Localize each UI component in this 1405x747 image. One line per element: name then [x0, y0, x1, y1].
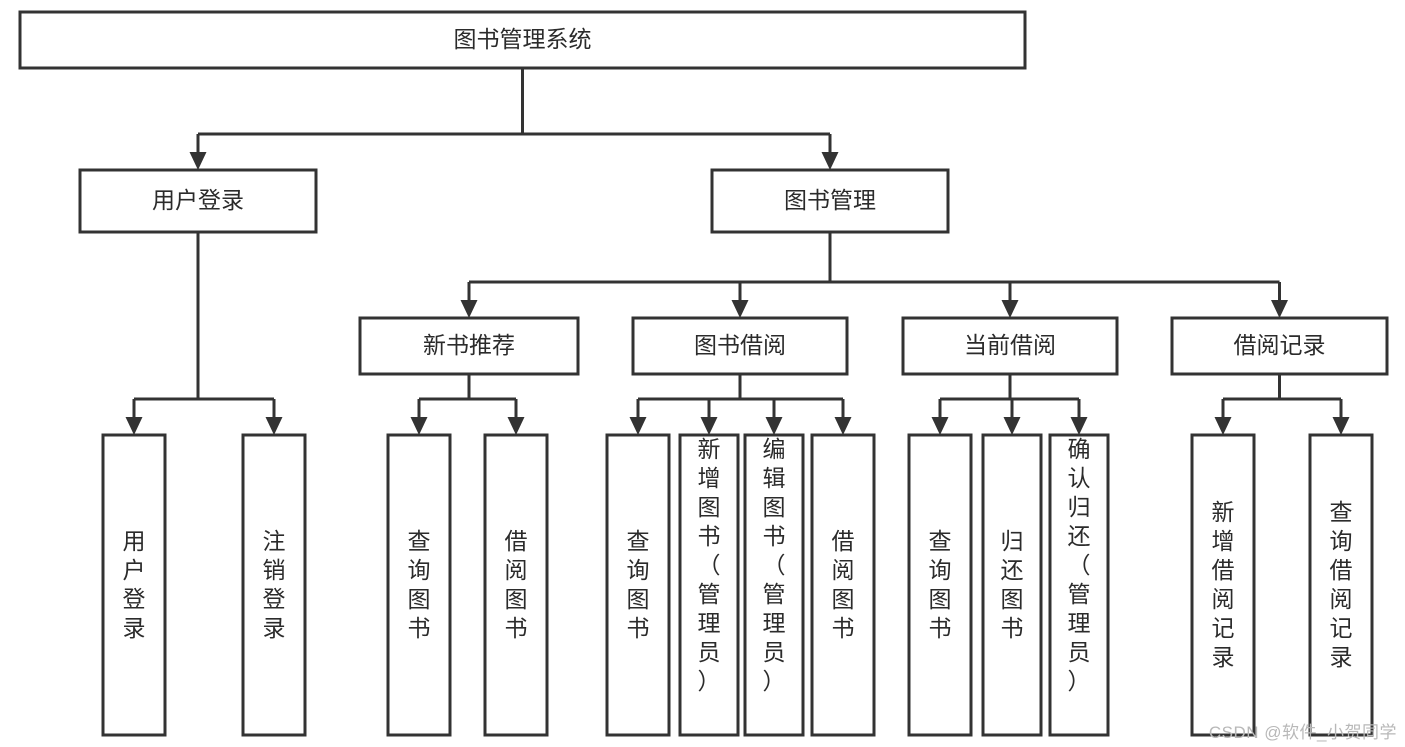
- arrow-head-leaf-borrow-query-book: [629, 417, 647, 435]
- arrow-head-user-login: [189, 152, 207, 170]
- node-box-leaf-borrow-query-book: [605, 433, 671, 737]
- node-current-borrow[interactable]: 当前借阅: [901, 316, 1119, 376]
- arrow-head-leaf-add-book-admin: [700, 417, 718, 435]
- node-label-current-borrow: 当前借阅: [964, 332, 1056, 358]
- node-box-new-book-rec: [358, 316, 580, 376]
- node-box-leaf-query-borrow-record: [1308, 433, 1374, 737]
- arrow-head-leaf-edit-book-admin: [765, 417, 783, 435]
- connector-group-new-book-rec: [410, 374, 525, 435]
- node-box-leaf-confirm-return-admin: [1048, 433, 1110, 737]
- node-box-leaf-user-login: [101, 433, 167, 737]
- node-new-book-rec[interactable]: 新书推荐: [358, 316, 580, 376]
- node-box-book-borrow: [631, 316, 849, 376]
- node-box-leaf-edit-book-admin: [743, 433, 805, 737]
- arrow-head-leaf-add-borrow-record: [1214, 417, 1232, 435]
- connector-group-book-borrow: [629, 374, 852, 435]
- node-layer: 图书管理系统用户登录图书管理新书推荐图书借阅当前借阅借阅记录用户登录注销登录查询…: [18, 10, 1389, 737]
- node-leaf-add-book-admin[interactable]: 新增图书（管理员）: [678, 433, 740, 737]
- node-label-leaf-add-book-admin: 新增图书（管理员）: [698, 436, 721, 694]
- arrow-head-new-book-rec: [460, 300, 478, 318]
- node-label-leaf-user-login: 用户登录: [123, 528, 146, 641]
- node-box-book-manage: [710, 168, 950, 234]
- node-label-borrow-record: 借阅记录: [1234, 332, 1326, 358]
- connector-group-borrow-record: [1214, 374, 1350, 435]
- node-leaf-borrow-book[interactable]: 借阅图书: [810, 433, 876, 737]
- node-root[interactable]: 图书管理系统: [18, 10, 1027, 70]
- node-box-leaf-logout: [241, 433, 307, 737]
- arrow-head-current-borrow: [1001, 300, 1019, 318]
- node-leaf-rec-query-book[interactable]: 查询图书: [386, 433, 452, 737]
- arrow-head-book-manage: [821, 152, 839, 170]
- node-borrow-record[interactable]: 借阅记录: [1170, 316, 1389, 376]
- node-leaf-query-borrow-record[interactable]: 查询借阅记录: [1308, 433, 1374, 737]
- arrow-head-leaf-rec-query-book: [410, 417, 428, 435]
- node-label-new-book-rec: 新书推荐: [423, 332, 515, 358]
- node-label-book-borrow: 图书借阅: [694, 332, 786, 358]
- node-label-leaf-borrow-query-book: 查询图书: [627, 528, 650, 641]
- arrow-head-leaf-query-borrow-record: [1332, 417, 1350, 435]
- node-book-manage[interactable]: 图书管理: [710, 168, 950, 234]
- node-box-leaf-borrow-book: [810, 433, 876, 737]
- arrow-head-leaf-cur-query-book: [931, 417, 949, 435]
- node-leaf-confirm-return-admin[interactable]: 确认归还（管理员）: [1048, 433, 1110, 737]
- node-label-leaf-add-borrow-record: 新增借阅记录: [1212, 499, 1235, 670]
- arrow-head-book-borrow: [731, 300, 749, 318]
- arrow-head-borrow-record: [1271, 300, 1288, 318]
- node-label-user-login: 用户登录: [152, 187, 244, 213]
- node-box-borrow-record: [1170, 316, 1389, 376]
- connector-group-root: [189, 68, 839, 170]
- connector-group-book-manage: [460, 232, 1288, 318]
- arrow-head-leaf-return-book: [1003, 417, 1021, 435]
- connector-layer: [125, 68, 1350, 435]
- node-book-borrow[interactable]: 图书借阅: [631, 316, 849, 376]
- node-label-leaf-edit-book-admin: 编辑图书（管理员）: [763, 436, 786, 694]
- node-box-user-login: [78, 168, 318, 234]
- node-box-leaf-add-borrow-record: [1190, 433, 1256, 737]
- node-label-root: 图书管理系统: [454, 26, 592, 52]
- node-label-leaf-query-borrow-record: 查询借阅记录: [1330, 499, 1353, 670]
- node-label-leaf-confirm-return-admin: 确认归还（管理员）: [1068, 436, 1091, 694]
- node-leaf-add-borrow-record[interactable]: 新增借阅记录: [1190, 433, 1256, 737]
- node-label-leaf-rec-borrow-book: 借阅图书: [505, 528, 528, 641]
- node-box-current-borrow: [901, 316, 1119, 376]
- node-leaf-rec-borrow-book[interactable]: 借阅图书: [483, 433, 549, 737]
- node-box-leaf-rec-borrow-book: [483, 433, 549, 737]
- node-leaf-edit-book-admin[interactable]: 编辑图书（管理员）: [743, 433, 805, 737]
- node-label-leaf-borrow-book: 借阅图书: [832, 528, 855, 641]
- arrow-head-leaf-borrow-book: [834, 417, 852, 435]
- node-leaf-cur-query-book[interactable]: 查询图书: [907, 433, 973, 737]
- arrow-head-leaf-user-login: [125, 417, 143, 435]
- node-label-leaf-return-book: 归还图书: [1001, 528, 1024, 641]
- node-box-leaf-rec-query-book: [386, 433, 452, 737]
- node-user-login[interactable]: 用户登录: [78, 168, 318, 234]
- node-label-leaf-logout: 注销登录: [263, 528, 286, 641]
- connector-group-user-login: [125, 232, 283, 435]
- arrow-head-leaf-logout: [265, 417, 283, 435]
- node-leaf-return-book[interactable]: 归还图书: [981, 433, 1043, 737]
- arrow-head-leaf-rec-borrow-book: [507, 417, 525, 435]
- node-box-leaf-return-book: [981, 433, 1043, 737]
- node-box-leaf-cur-query-book: [907, 433, 973, 737]
- node-label-leaf-rec-query-book: 查询图书: [408, 528, 431, 641]
- connector-group-current-borrow: [931, 374, 1088, 435]
- node-box-leaf-add-book-admin: [678, 433, 740, 737]
- node-label-leaf-cur-query-book: 查询图书: [929, 528, 952, 641]
- node-leaf-user-login[interactable]: 用户登录: [101, 433, 167, 737]
- node-label-book-manage: 图书管理: [784, 187, 876, 213]
- node-leaf-borrow-query-book[interactable]: 查询图书: [605, 433, 671, 737]
- arrow-head-leaf-confirm-return-admin: [1070, 417, 1088, 435]
- node-box-root: [18, 10, 1027, 70]
- node-leaf-logout[interactable]: 注销登录: [241, 433, 307, 737]
